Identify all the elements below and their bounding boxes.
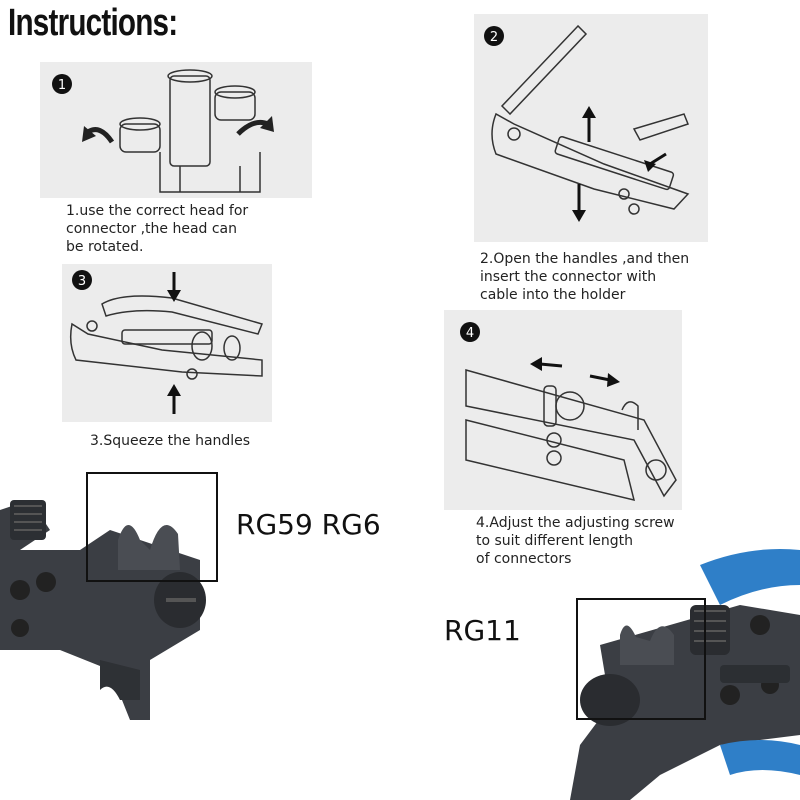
step-1-number: 1 (58, 78, 66, 93)
label-rg59-rg6: RG59 RG6 (236, 508, 381, 541)
crimp-tool-photo-right (570, 545, 800, 800)
step-3-number: 3 (78, 274, 86, 289)
step-4-illustration: 4 (444, 310, 682, 510)
step-2-number: 2 (490, 30, 498, 45)
step-3-illustration: 3 (62, 264, 272, 422)
step-1-caption: 1.use the correct head for connector ,th… (66, 203, 249, 255)
label-rg11: RG11 (444, 614, 521, 647)
page-title: Instructions: (8, 2, 178, 44)
highlight-box-right (576, 598, 706, 720)
crimp-tool-photo-left (0, 470, 230, 800)
step-4-number: 4 (466, 326, 474, 341)
step-4-caption: 4.Adjust the adjusting screw to suit dif… (476, 515, 675, 567)
highlight-box-left (86, 472, 218, 582)
step-2-illustration: 2 (474, 14, 708, 242)
step-2-caption: 2.Open the handles ,and then insert the … (480, 251, 690, 303)
step-3-caption: 3.Squeeze the handles (90, 433, 251, 449)
step-1-illustration: 1 (40, 62, 312, 198)
